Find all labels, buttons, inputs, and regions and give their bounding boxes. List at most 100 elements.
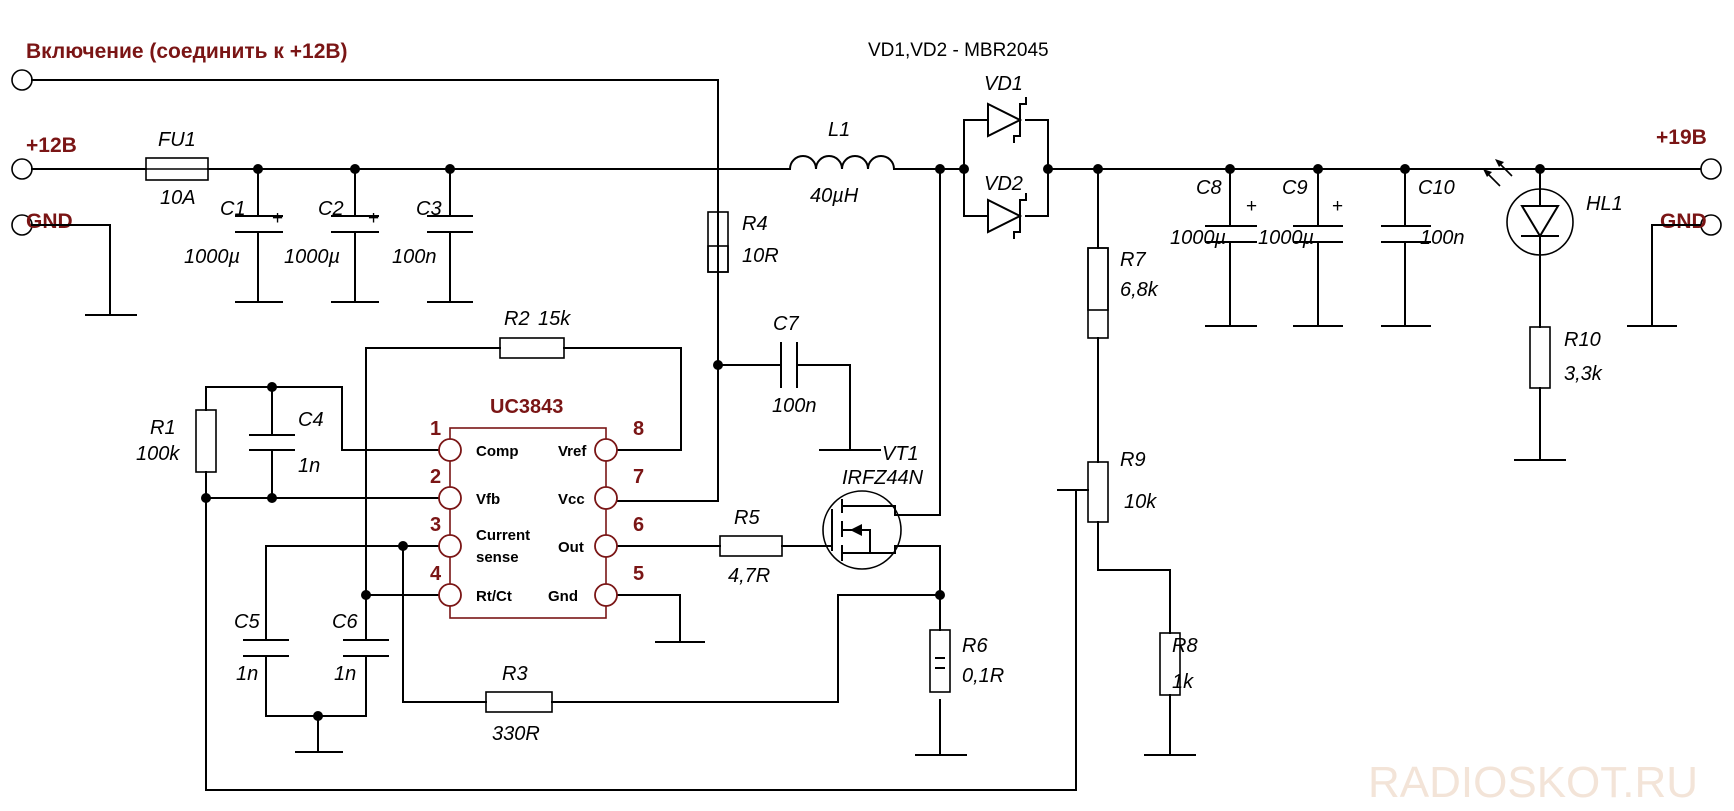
mosfet-vt1: VT1 IRFZ44N xyxy=(822,443,924,570)
hl1-ref: HL1 xyxy=(1586,193,1623,215)
resistor-r10: R10 3,3k xyxy=(1529,326,1603,389)
pin-3-num: 3 xyxy=(430,514,441,536)
c5-value: 1n xyxy=(236,663,258,685)
polarity-mark: + xyxy=(1246,196,1257,217)
terminal-output-plus: +19В xyxy=(1656,126,1722,180)
watermark: RADIOSKOT.RU xyxy=(1368,758,1698,807)
r6-ref: R6 xyxy=(962,635,988,657)
resistor-r4: R4 10R xyxy=(707,211,779,273)
pin-4-num: 4 xyxy=(430,563,442,585)
capacitor-c1: + C1 1000µ xyxy=(184,198,283,268)
terminal-input-gnd: GND xyxy=(11,210,73,236)
r2-value: 15k xyxy=(538,308,571,330)
c6-ref: C6 xyxy=(332,611,358,633)
c3-ref: C3 xyxy=(416,198,442,220)
output-gnd-label: GND xyxy=(1660,210,1707,233)
r9-value: 10k xyxy=(1124,491,1157,513)
r4-value: 10R xyxy=(742,245,779,267)
resistor-r7: R7 6,8k xyxy=(1087,247,1159,339)
pin-2-num: 2 xyxy=(430,466,441,488)
r3-value: 330R xyxy=(492,723,540,745)
c8-ref: C8 xyxy=(1196,177,1222,199)
r9-ref: R9 xyxy=(1120,449,1146,471)
resistor-r2: R2 15k xyxy=(499,308,571,359)
capacitor-c4: C4 1n xyxy=(249,409,324,477)
r1-value: 100k xyxy=(136,443,180,465)
c1-ref: C1 xyxy=(220,198,246,220)
pin-4-name: Rt/Ct xyxy=(476,588,512,605)
c3-value: 100n xyxy=(392,246,437,268)
capacitor-c5: C5 1n xyxy=(234,611,289,685)
r2-ref: R2 xyxy=(504,308,530,330)
pin-5-name: Gnd xyxy=(548,588,578,605)
capacitor-c2: + C2 1000µ xyxy=(284,198,379,268)
l1-ref: L1 xyxy=(828,119,850,141)
pin-1-num: 1 xyxy=(430,418,441,440)
vd1-ref: VD1 xyxy=(984,73,1023,95)
resistor-r3: R3 330R xyxy=(485,663,553,745)
pin-7-name: Vcc xyxy=(558,491,585,508)
capacitor-c8: + C8 1000µ xyxy=(1170,177,1257,249)
r1-ref: R1 xyxy=(150,417,176,439)
output-plus-label: +19В xyxy=(1656,126,1707,149)
resistor-r6: R6 0,1R xyxy=(929,629,1004,693)
inductor-l1: L1 40µH xyxy=(788,119,896,207)
r8-value: 1k xyxy=(1172,671,1194,693)
r5-ref: R5 xyxy=(734,507,760,529)
input-gnd-label: GND xyxy=(26,210,73,233)
enable-label: Включение (соединить к +12В) xyxy=(26,40,348,63)
capacitor-c6: C6 1n xyxy=(332,611,389,685)
vd2-ref: VD2 xyxy=(984,173,1023,195)
polarity-mark: + xyxy=(1332,196,1343,217)
r10-ref: R10 xyxy=(1564,329,1601,351)
capacitor-c7: C7 100n xyxy=(772,313,817,417)
c10-value: 100n xyxy=(1420,227,1465,249)
pin-8-name: Vref xyxy=(558,443,587,460)
c2-ref: C2 xyxy=(318,198,344,220)
potentiometer-r9: R9 10k xyxy=(1075,449,1157,523)
r3-ref: R3 xyxy=(502,663,528,685)
pin-8-num: 8 xyxy=(633,418,644,440)
terminal-input-plus: +12В xyxy=(11,134,77,180)
r4-ref: R4 xyxy=(742,213,768,235)
r8-ref: R8 xyxy=(1172,635,1198,657)
r7-ref: R7 xyxy=(1120,249,1146,271)
c7-value: 100n xyxy=(772,395,817,417)
pin-7-num: 7 xyxy=(633,466,644,488)
diode-note: VD1,VD2 - MBR2045 xyxy=(868,40,1049,61)
c4-value: 1n xyxy=(298,455,320,477)
c5-ref: C5 xyxy=(234,611,260,633)
r5-value: 4,7R xyxy=(728,565,770,587)
c4-ref: C4 xyxy=(298,409,324,431)
junctions xyxy=(201,164,1545,721)
resistor-r1: R1 100k xyxy=(136,409,217,473)
c7-ref: C7 xyxy=(773,313,799,335)
terminal-output-gnd: GND xyxy=(1660,210,1722,236)
input-plus-label: +12В xyxy=(26,134,77,157)
c1-value: 1000µ xyxy=(184,246,240,268)
terminal-enable xyxy=(11,69,33,91)
pin-6-name: Out xyxy=(558,539,584,556)
polarity-mark: + xyxy=(272,208,283,229)
pin-5-num: 5 xyxy=(633,563,644,585)
pin-6-num: 6 xyxy=(633,514,644,536)
c9-value: 1000µ xyxy=(1258,227,1314,249)
l1-value: 40µH xyxy=(810,185,859,207)
capacitor-c10: C10 100n xyxy=(1381,177,1465,249)
ic-name: UC3843 xyxy=(490,396,563,418)
resistor-r8: R8 1k xyxy=(1159,632,1198,696)
capacitor-c9: + C9 1000µ xyxy=(1258,177,1343,249)
r7-value: 6,8k xyxy=(1120,279,1159,301)
c9-ref: C9 xyxy=(1282,177,1308,199)
fu1-value: 10A xyxy=(160,187,196,209)
polarity-mark: + xyxy=(368,208,379,229)
pin-1-name: Comp xyxy=(476,443,519,460)
fu1-ref: FU1 xyxy=(158,129,196,151)
c8-value: 1000µ xyxy=(1170,227,1226,249)
pin-3-name-2: sense xyxy=(476,549,519,566)
vt1-ref: VT1 xyxy=(882,443,919,465)
diode-vd2: VD2 xyxy=(984,173,1027,239)
r6-value: 0,1R xyxy=(962,665,1004,687)
c6-value: 1n xyxy=(334,663,356,685)
